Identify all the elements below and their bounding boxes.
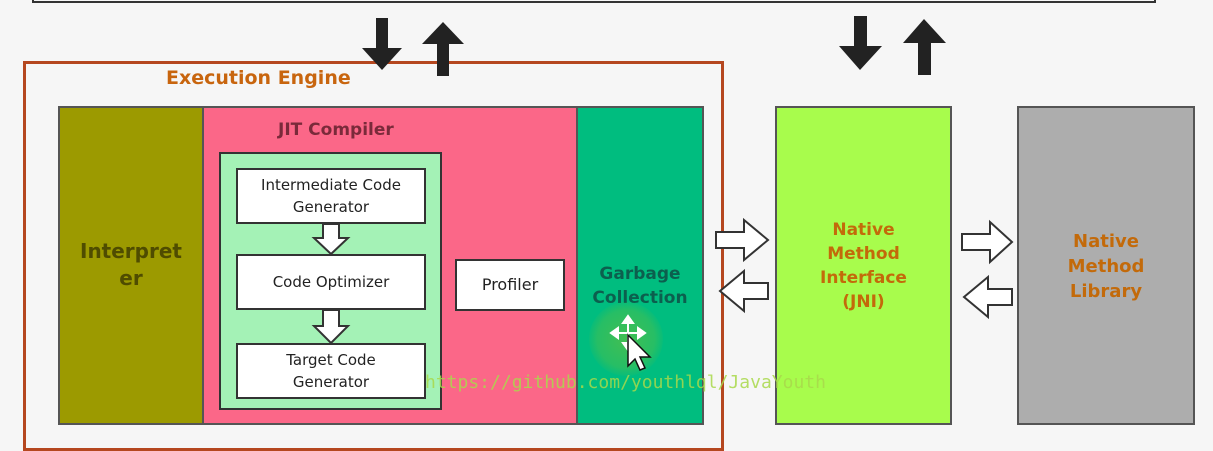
interpreter-box xyxy=(58,106,204,425)
arrow-down-icon xyxy=(362,18,402,70)
arrow-up-icon xyxy=(903,19,946,75)
hollow-arrow-left-icon xyxy=(718,268,769,314)
hollow-arrow-right-icon xyxy=(961,219,1014,265)
jit-compiler-title: JIT Compiler xyxy=(278,120,394,140)
profiler-box: Profiler xyxy=(455,259,565,311)
profiler-label: Profiler xyxy=(481,275,539,294)
cursor-highlight xyxy=(589,302,663,376)
native-method-library-label: Native Method Library xyxy=(1067,231,1145,302)
jni-label: Native Method Interface (JNI) xyxy=(820,220,907,312)
code-optimizer-box: Code Optimizer xyxy=(236,254,426,310)
hollow-arrow-down-icon xyxy=(311,223,351,256)
jni-box xyxy=(775,106,952,425)
execution-engine-title: Execution Engine xyxy=(166,67,351,89)
arrow-down-icon xyxy=(839,16,882,70)
hollow-arrow-right-icon xyxy=(715,217,770,263)
target-code-generator-label: Target Code Generator xyxy=(286,351,376,391)
code-optimizer-label: Code Optimizer xyxy=(272,273,390,291)
top-component-box xyxy=(32,0,1156,3)
execution-engine-box xyxy=(23,61,724,451)
hollow-arrow-down-icon xyxy=(311,309,351,345)
intermediate-code-generator-box: Intermediate Code Generator xyxy=(236,168,426,224)
target-code-generator-box: Target Code Generator xyxy=(236,343,426,399)
native-method-library-box xyxy=(1017,106,1195,425)
arrow-up-icon xyxy=(422,22,464,76)
intermediate-code-generator-label: Intermediate Code Generator xyxy=(261,176,401,216)
watermark-url: https://github.com/youthlql/JavaYouth xyxy=(425,372,826,393)
hollow-arrow-left-icon xyxy=(962,274,1013,320)
